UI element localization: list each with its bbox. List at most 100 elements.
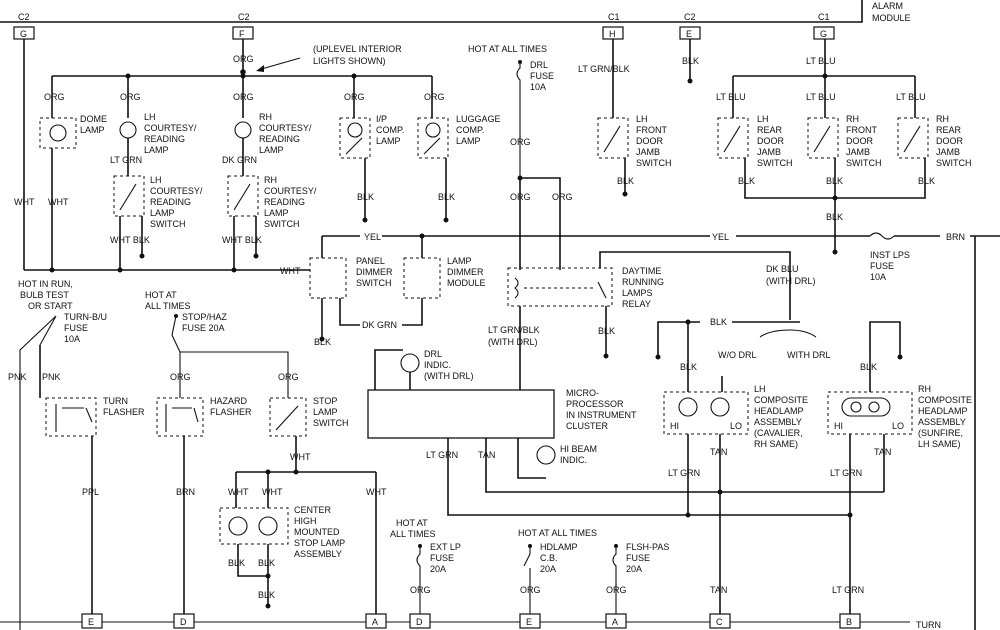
component-label: RH [259,112,272,122]
wire-label: BRN [176,487,195,497]
inst-lps-fuse: YEL BRN INST LPS FUSE 10A [712,232,1000,282]
alarm-module-label: ALARM [872,1,903,11]
wire-label: BLK [314,337,331,347]
wire-label: ORG [606,585,627,595]
wire-label: LT GRN [426,450,458,460]
component-label: LH [757,114,769,124]
wire-label: ORG [424,92,445,102]
wire-label: PNK [8,372,27,382]
fuse-label: 20A [430,564,446,574]
component-label: (SUNFIRE, [918,428,963,438]
fuse-label: STOP/HAZ [182,312,227,322]
component-label: LAMP [80,125,105,135]
component-label: DOME [80,114,107,124]
fuse-label: 10A [530,82,546,92]
fuse-label: ALL TIMES [390,529,436,539]
connector-pin: G [20,29,27,39]
wire-label: LT GRN [668,468,700,478]
fuse-label: FUSE [64,323,88,333]
component-label: MOUNTED [294,527,340,537]
alarm-module-label-2: MODULE [872,13,911,23]
component-label: ASSEMBLY [918,417,966,427]
wire-label: LT BLU [896,92,926,102]
component-label: RH [918,384,931,394]
component-label: ASSEMBLY [294,549,342,559]
jumper-brace [759,329,817,338]
chmsl-assembly [219,507,289,545]
connector-pin: C [716,617,723,627]
component-label: JAMB [636,147,660,157]
fuse-icon [516,62,521,178]
wire-label: LT GRN [830,468,862,478]
wire-label: WITH DRL [787,350,831,360]
wire-label: ORG [120,92,141,102]
wire-label: ORG [170,372,191,382]
connector-header: C2 [238,12,250,22]
wire-label: ORG [552,192,573,202]
fuse-label: HOT AT ALL TIMES [468,44,547,54]
lamp-bulb-icon [258,516,278,536]
connector-pin: D [180,617,187,627]
component-label: COMPOSITE [918,395,972,405]
component-label: FRONT [636,125,667,135]
flasher-section: HOT IN RUN, BULB TEST OR START TURN-B/U … [8,279,387,630]
component-label: READING [264,197,305,207]
component-label: LAMP [313,407,338,417]
component-label: LH [150,175,162,185]
fuse-label: FLSH-PAS [626,542,669,552]
wire-label: PPL [82,487,99,497]
component-label: LAMP [447,256,472,266]
wire-label: ORG [233,54,254,64]
wire-label: BLK [598,326,615,336]
component-label: HAZARD [210,396,248,406]
component-label: LH [754,384,766,394]
wire-label: DK BLU [766,264,799,274]
component-label: LO [730,421,742,431]
component-label: HIGH [294,516,317,526]
wire-label: BLK [438,192,455,202]
connector-header: C2 [18,12,30,22]
wire-label: BLK [357,192,374,202]
wire-label: (WITH DRL) [488,337,538,347]
wire-label: WHT BLK [222,235,262,245]
lamp-bulb-icon [710,397,730,417]
fuse-label: HOT AT [396,518,428,528]
component-label: LAMP [376,136,401,146]
component-label: RH [846,114,859,124]
jamb-switches: LT BLU LT BLU LT BLU LT BLU LH REAR DOOR… [716,39,972,255]
component-label: DOOR [757,136,785,146]
component-label: LH SAME) [918,439,961,449]
wire-label: BLK [258,590,275,600]
ip-comp-lamp [339,117,371,159]
wire-label: BLK [860,362,877,372]
component-label: JAMB [846,147,870,157]
component-label: HI BEAM [560,444,597,454]
component-label: (WITH DRL) [424,371,474,381]
component-label: STOP [313,396,337,406]
wire-label: WHT [262,487,283,497]
component-label: MODULE [447,278,486,288]
component-label: (CAVALIER, [754,428,803,438]
wire-label: WHT [228,487,249,497]
instrument-cluster: DRL INDIC. (WITH DRL) MICRO- PROCESSOR I… [367,349,884,516]
wire-label: BLK [258,558,275,568]
stop-lamp-switch [269,397,307,437]
interior-lights-circuit: ORG (UPLEVEL INTERIOR LIGHTS SHOWN) ORG … [39,39,501,270]
lh-headlamp-assembly [663,391,749,435]
wire-label: ORG [520,585,541,595]
fuse-label: FUSE [870,261,894,271]
fuse-label: FUSE 20A [182,323,225,333]
top-connectors: C2 G C2 F C1 H C2 E C1 G [13,12,835,40]
alarm-module: ALARM MODULE [0,0,911,23]
component-label: SWITCH [846,158,882,168]
component-label: READING [144,134,185,144]
component-label: SWITCH [264,219,300,229]
connector-pin: E [526,617,532,627]
wire-label: BLK [710,317,727,327]
component-label: COMPOSITE [754,395,808,405]
fuse-label: TURN-B/U [64,312,107,322]
wire-label: TAN [874,447,891,457]
wire-label: TAN [478,450,495,460]
component-label: TURN [103,396,128,406]
